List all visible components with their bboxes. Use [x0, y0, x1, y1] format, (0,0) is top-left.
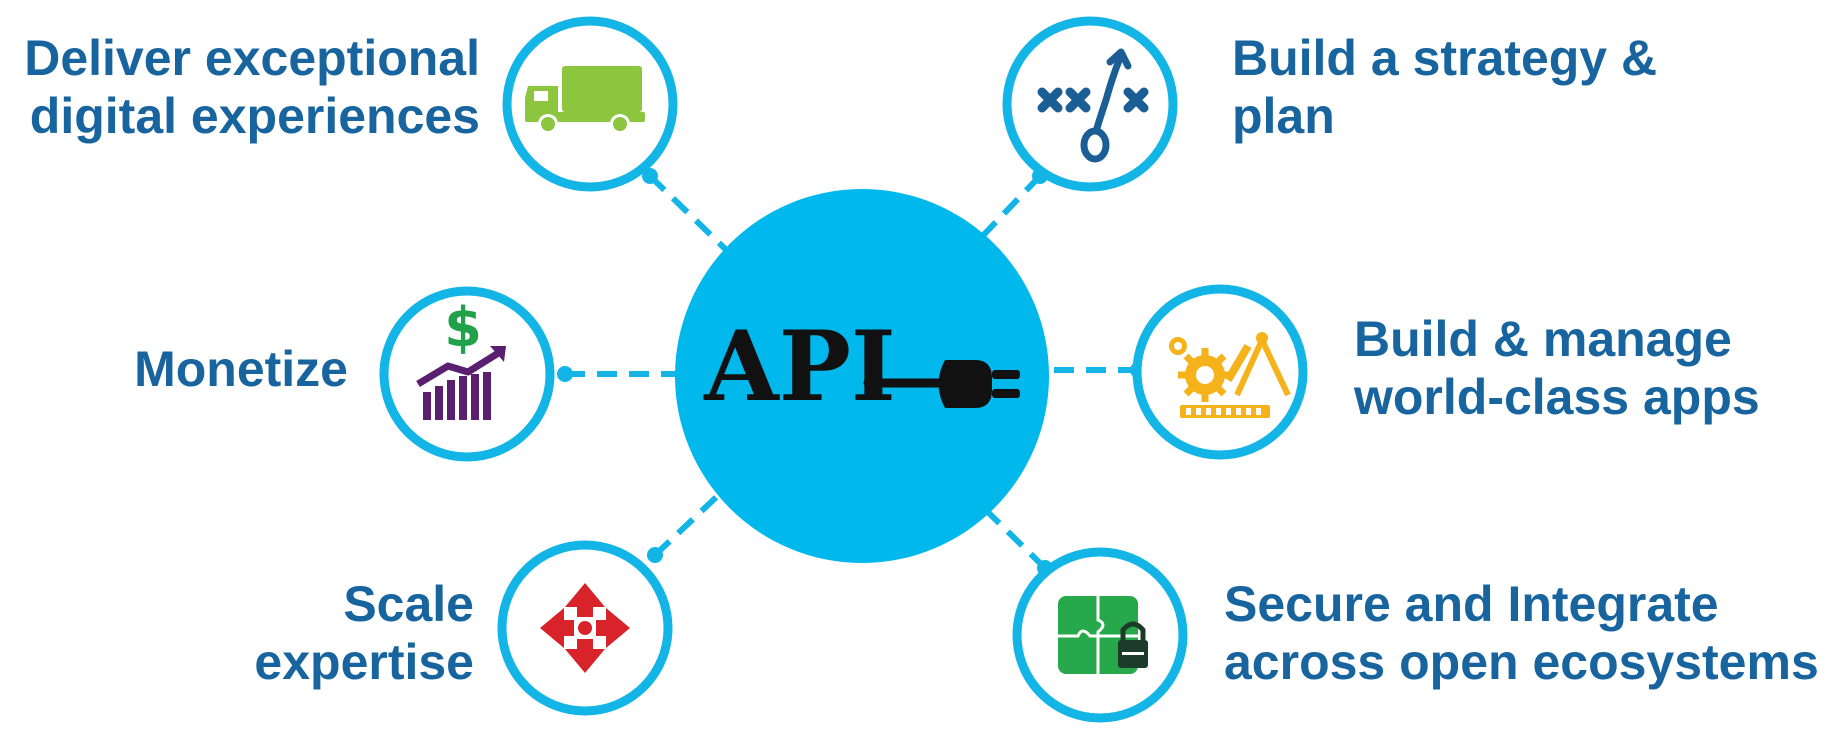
label-strategy: Build a strategy & plan: [1232, 29, 1657, 145]
label-monetize: Monetize: [134, 340, 348, 398]
label-strategy-line-2: plan: [1232, 88, 1335, 144]
label-secure: Secure and Integrate across open ecosyst…: [1224, 575, 1819, 691]
gears-and-tools-icon: [1169, 332, 1291, 418]
puzzle-lock-icon: [1058, 596, 1148, 674]
label-deliver-line-2: digital experiences: [29, 88, 480, 144]
label-scale: Scale expertise: [254, 575, 474, 691]
expand-arrows-icon: [540, 583, 630, 673]
plug-icon: [863, 360, 1020, 408]
api-hub-circle: [675, 189, 1049, 563]
label-apps: Build & manage world-class apps: [1354, 310, 1760, 426]
label-strategy-line-1: Build a strategy &: [1232, 30, 1658, 86]
api-hub-text: API: [703, 310, 896, 423]
svg-text:$: $: [444, 296, 482, 359]
dollar-growth-chart-icon: $: [416, 296, 506, 420]
label-deliver: Deliver exceptional digital experiences: [24, 29, 480, 145]
label-scale-line-2: expertise: [254, 634, 474, 690]
label-secure-line-2: across open ecosystems: [1224, 634, 1819, 690]
label-deliver-line-1: Deliver exceptional: [24, 30, 480, 86]
label-monetize-line-1: Monetize: [134, 341, 348, 397]
label-secure-line-1: Secure and Integrate: [1224, 576, 1719, 632]
label-apps-line-1: Build & manage: [1354, 311, 1732, 367]
ring-strategy: [1002, 16, 1178, 192]
connector-deliver: [647, 173, 753, 276]
api-hub: API: [675, 189, 1049, 563]
label-apps-line-2: world-class apps: [1354, 369, 1760, 425]
label-scale-line-1: Scale: [343, 576, 474, 632]
truck-icon: [525, 66, 645, 134]
strategy-play-icon: [1037, 48, 1149, 163]
